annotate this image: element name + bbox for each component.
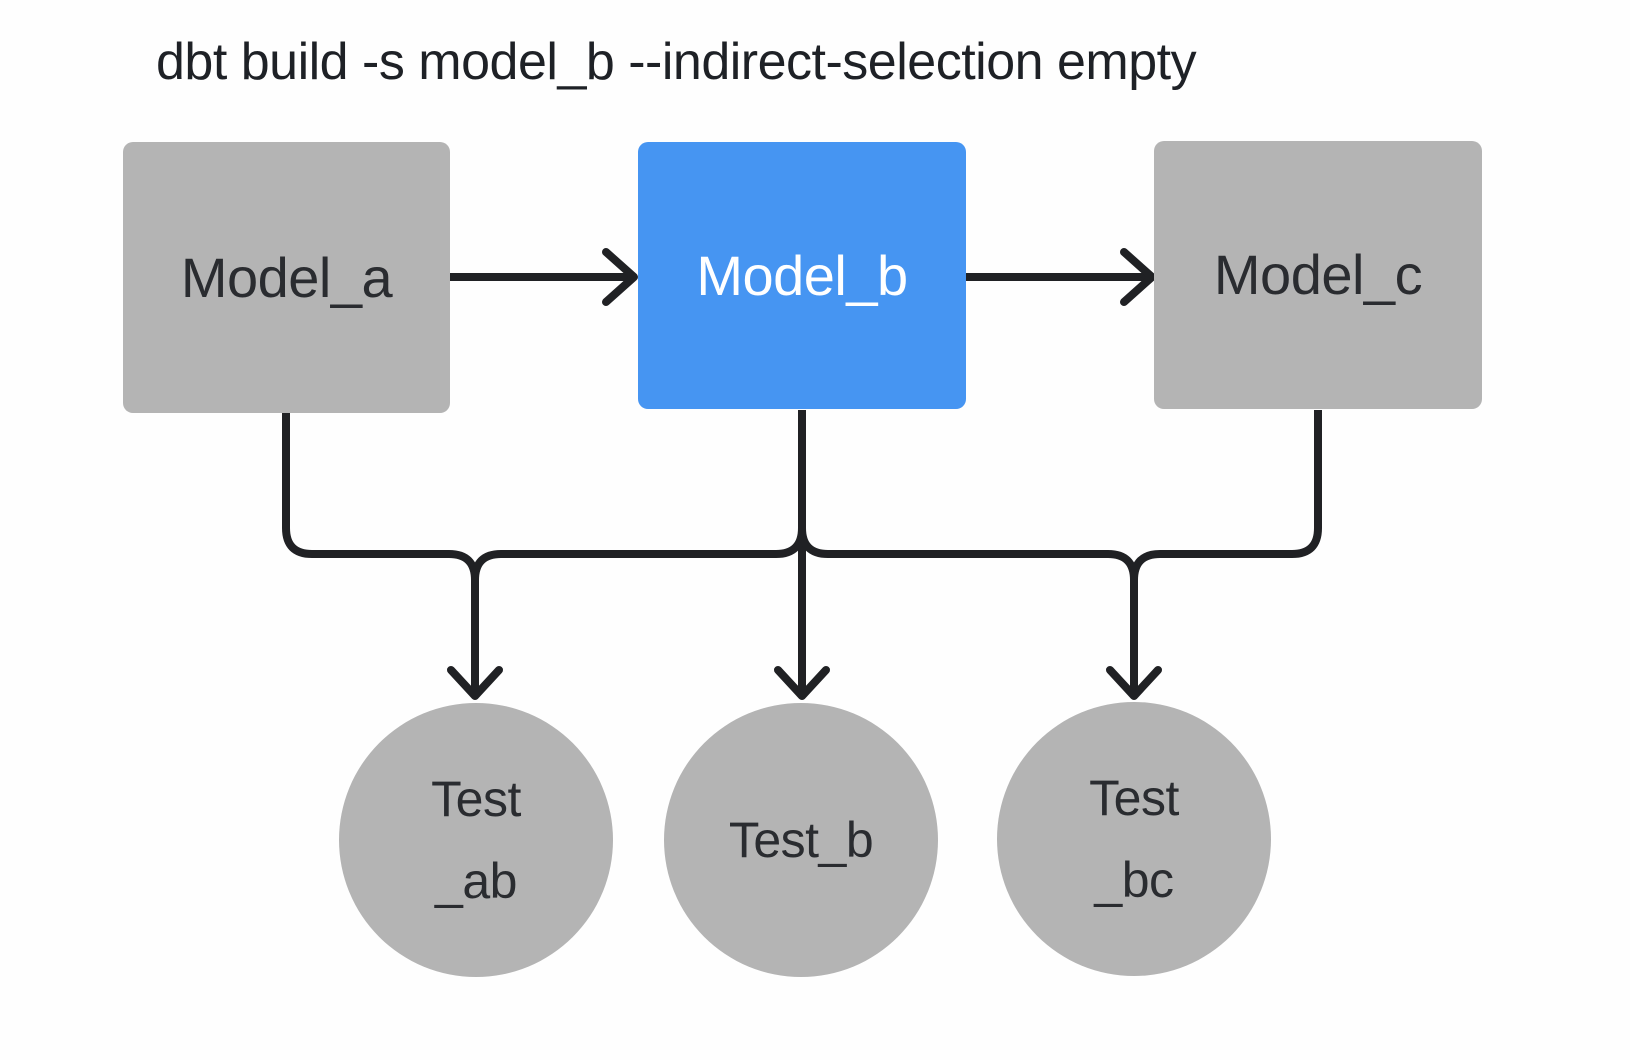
diagram-title: dbt build -s model_b --indirect-selectio…	[156, 33, 1197, 91]
node-test-b: Test_b	[664, 703, 938, 977]
arrowhead-model-c-icon	[1120, 248, 1156, 306]
node-model-b: Model_b	[638, 142, 966, 409]
edge-model-b-to-test-bc	[798, 410, 1138, 693]
node-test-b-label: Test_b	[728, 812, 874, 868]
node-model-b-label: Model_b	[696, 243, 908, 307]
node-test-ab: Test _ab	[339, 703, 613, 977]
node-model-a: Model_a	[123, 142, 450, 413]
node-test-bc: Test _bc	[997, 702, 1271, 976]
edge-model-a-to-test-ab	[282, 410, 479, 693]
arrowhead-test-b-icon	[774, 666, 830, 700]
edge-model-c-to-test-bc	[1130, 410, 1322, 693]
node-test-bc-label: Test _bc	[1089, 770, 1179, 908]
arrowhead-test-ab-icon	[447, 666, 503, 700]
arrowhead-test-bc-icon	[1106, 666, 1162, 700]
arrowhead-model-b-icon	[602, 248, 638, 306]
edge-model-b-to-test-ab	[471, 410, 806, 693]
node-model-c-label: Model_c	[1213, 243, 1423, 307]
node-test-ab-label: Test _ab	[431, 771, 521, 909]
node-model-c: Model_c	[1154, 141, 1482, 409]
node-model-a-label: Model_a	[180, 245, 393, 309]
